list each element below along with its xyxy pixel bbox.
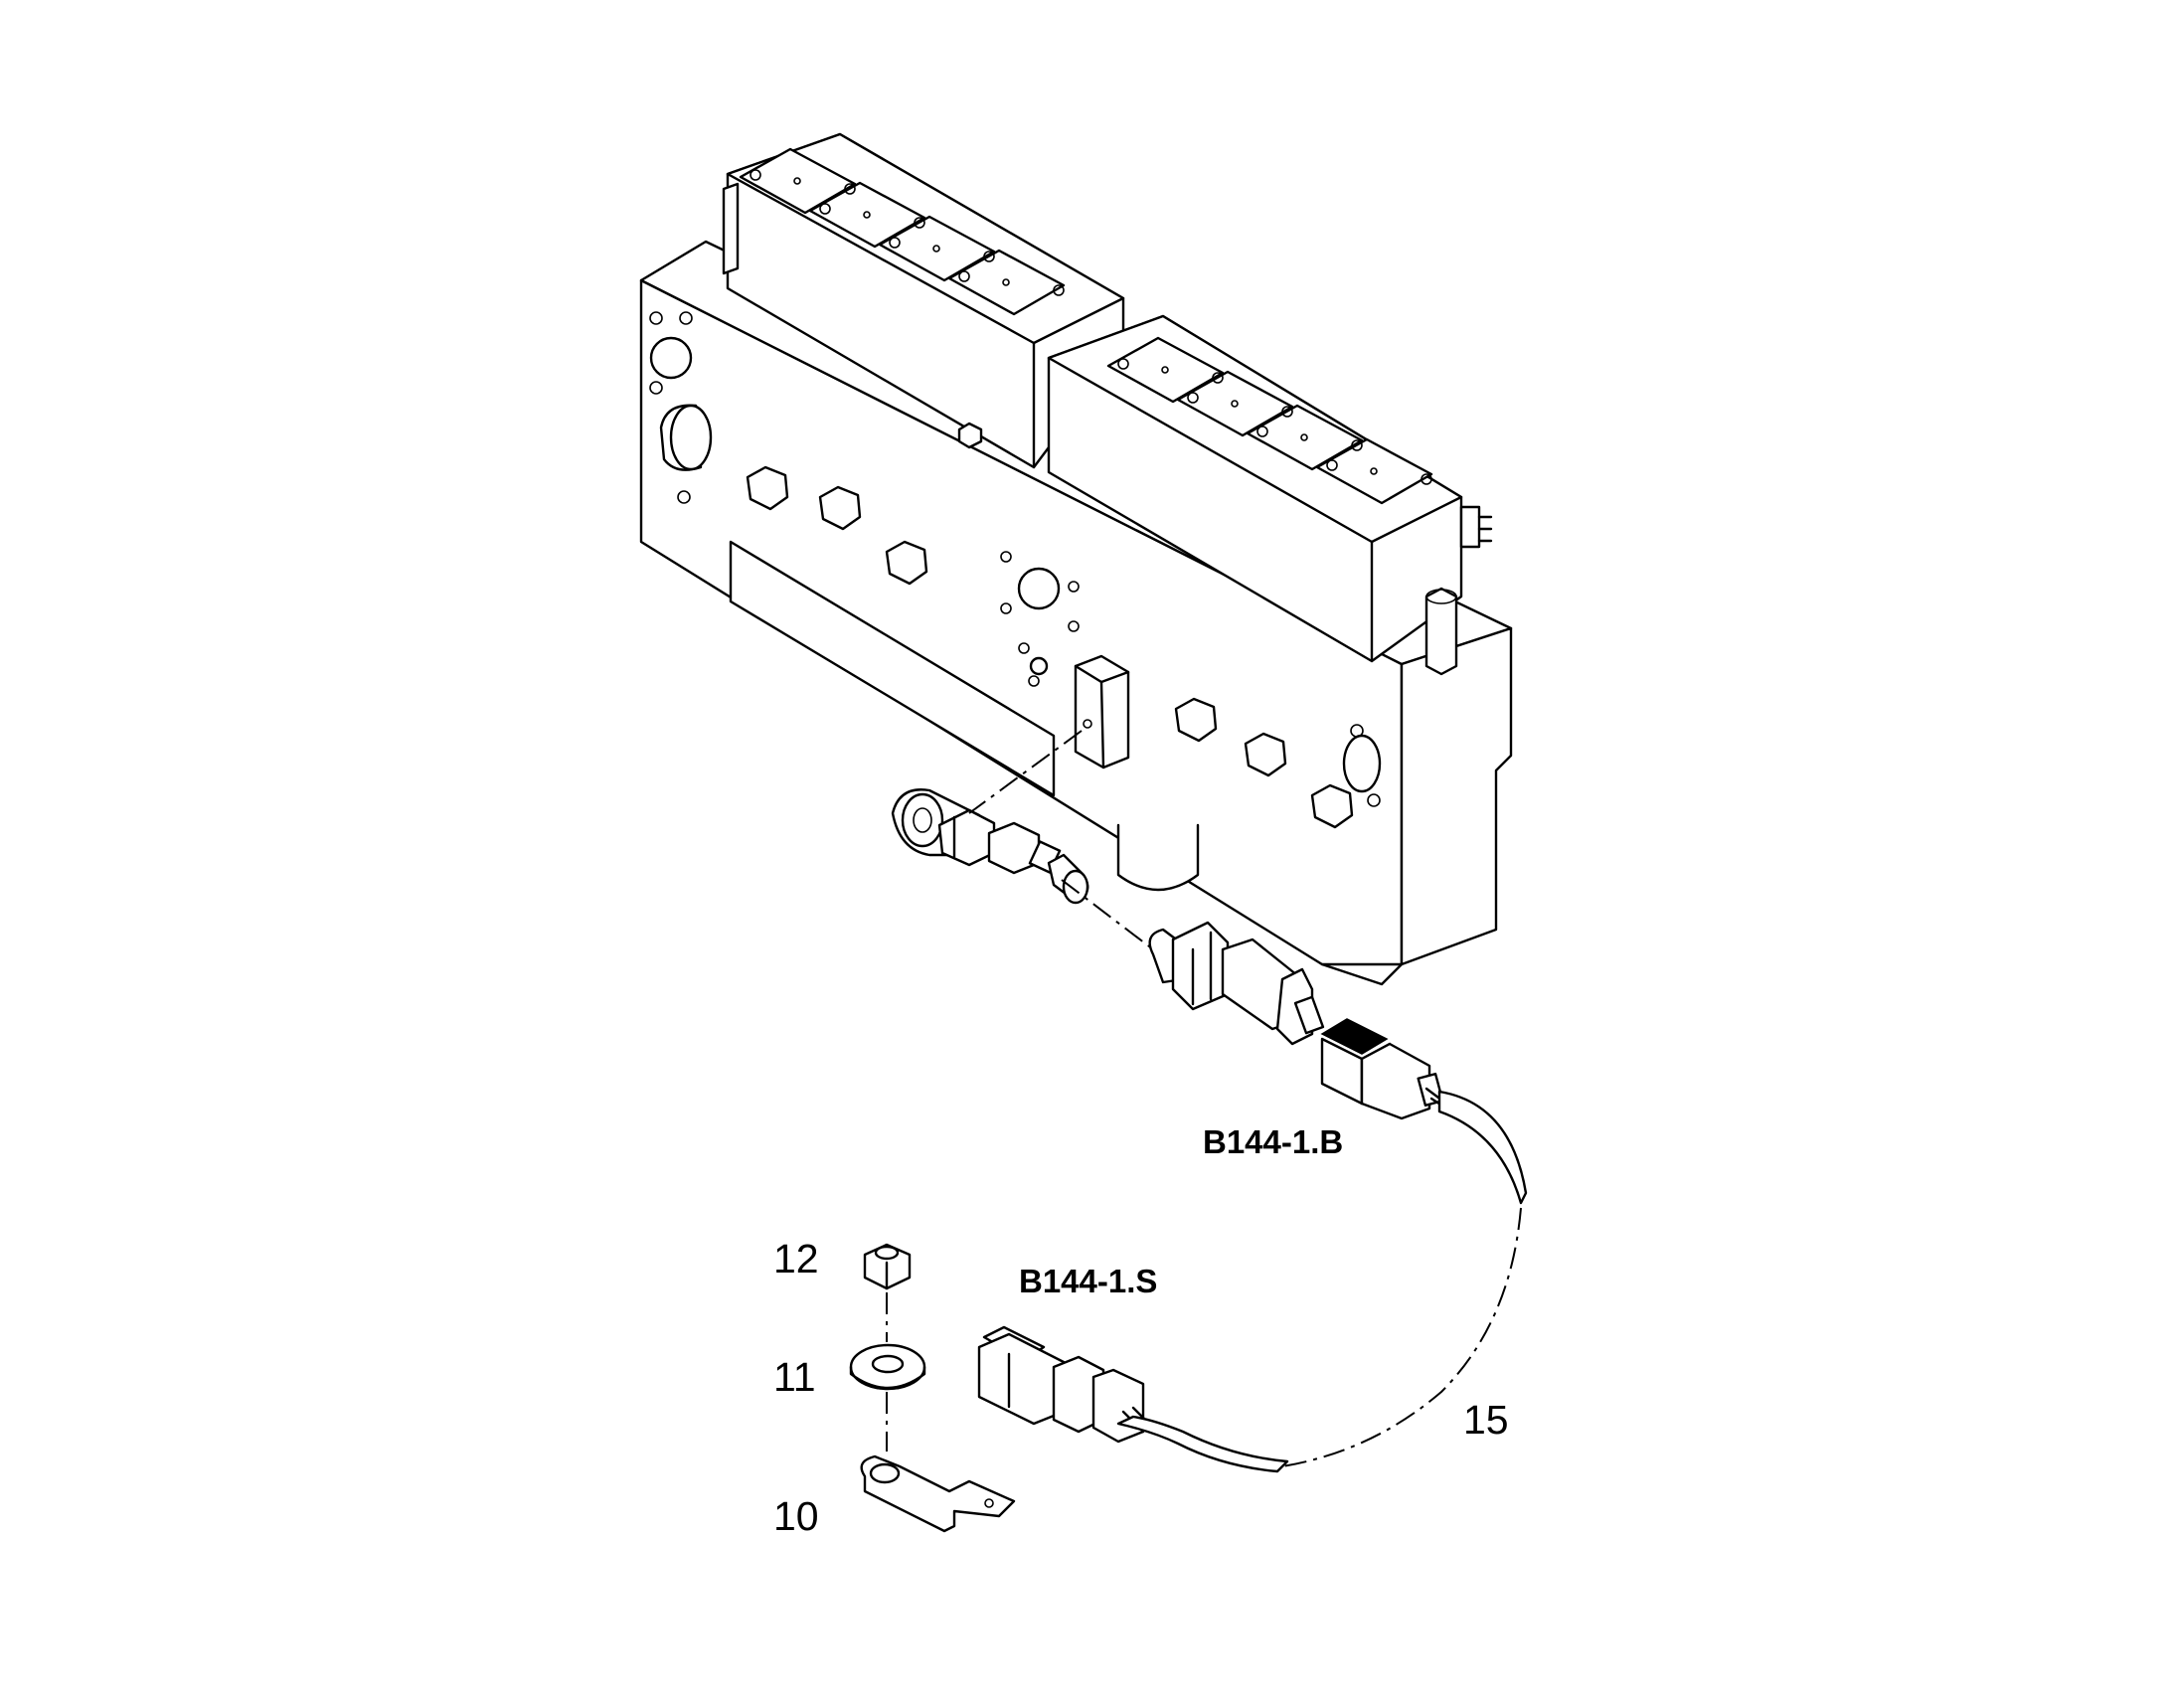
- connector-b144-1-s: [977, 1325, 1289, 1473]
- pressure-sensor: [1148, 921, 1325, 1046]
- callout-11: 11: [773, 1354, 816, 1400]
- connector-label-b144-1-s: B144-1.S: [1019, 1263, 1158, 1299]
- nut: [863, 1243, 912, 1290]
- front-plugs: [746, 465, 1354, 829]
- connector-b144-1-b: [1320, 1018, 1453, 1120]
- callout-12: 12: [773, 1236, 819, 1281]
- solenoid-bank-lower: [1047, 314, 1493, 676]
- ground-lug: [860, 1454, 1016, 1533]
- solenoid-bank-upper: [722, 132, 1125, 469]
- washer: [849, 1343, 926, 1391]
- callout-15: 15: [1463, 1397, 1509, 1443]
- valve-block-assembly: [639, 132, 1513, 986]
- adapter-fitting: [891, 788, 1089, 905]
- centerlines: [886, 730, 1522, 1467]
- callout-10: 10: [773, 1493, 819, 1539]
- connector-label-b144-1-b: B144-1.B: [1203, 1123, 1344, 1160]
